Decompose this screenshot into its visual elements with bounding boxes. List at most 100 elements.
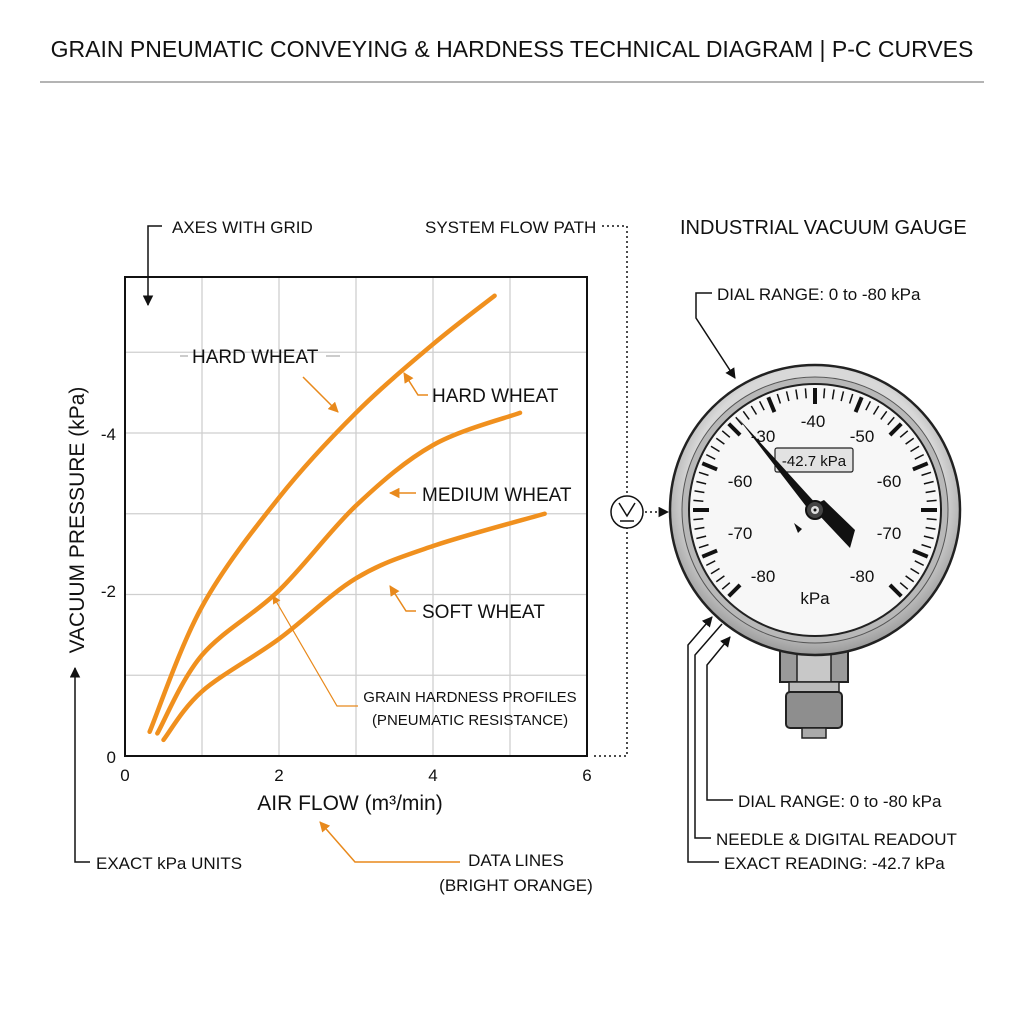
series-line-soft-wheat (161, 511, 547, 743)
digital-readout: -42.7 kPa (782, 453, 847, 470)
arrow-hard-right (403, 372, 428, 396)
dial-label--80-left: -80 (751, 567, 776, 586)
minor-tick (785, 391, 790, 402)
arrow-hard-left (302, 376, 339, 413)
minor-tick (887, 416, 895, 426)
x-axis-label: AIR FLOW (m³/min) (257, 792, 442, 815)
flow-meter-icon (610, 495, 644, 529)
label-soft-wheat: SOFT WHEAT (422, 602, 545, 623)
minor-tick (693, 499, 704, 502)
minor-tick (905, 575, 915, 583)
minor-tick (910, 445, 920, 453)
y-tick-0: 0 (107, 748, 116, 767)
dial-label--70-right: -70 (877, 524, 902, 543)
minor-tick (899, 430, 909, 438)
arrow-profiles (272, 595, 358, 707)
minor-tick (921, 471, 932, 477)
arrow-soft (389, 585, 416, 612)
minor-tick (694, 526, 705, 530)
dial-label--40: -40 (801, 412, 826, 431)
minor-tick (742, 410, 750, 420)
label-exact-units: EXACT kPa UNITS (96, 854, 242, 873)
minor-tick (696, 480, 707, 485)
series-line-hard-wheat (147, 293, 497, 735)
label-gauge-title: INDUSTRIAL VACUUM GAUGE (680, 217, 967, 239)
minor-tick (705, 560, 716, 567)
minor-tick (694, 490, 705, 494)
label-dial-range-top: DIAL RANGE: 0 to -80 kPa (717, 285, 921, 304)
minor-tick (925, 526, 936, 530)
chart: 0 2 4 6 0 -2 -4 AIR FLOW (m³/min) VACUUM… (66, 276, 592, 815)
minor-tick (710, 567, 720, 575)
minor-tick (750, 405, 758, 415)
label-data-lines-1: DATA LINES (468, 851, 564, 870)
minor-tick (698, 471, 709, 477)
minor-tick (804, 388, 807, 399)
minor-tick (921, 543, 932, 549)
x-tick-2: 2 (274, 766, 283, 785)
plot-frame (124, 276, 588, 757)
dial-label--60-right: -60 (877, 472, 902, 491)
minor-tick (880, 410, 888, 420)
dial-label--80-right: -80 (850, 567, 875, 586)
label-flow-path: SYSTEM FLOW PATH (425, 218, 596, 237)
gauge-ticks (693, 388, 937, 598)
major-tick (888, 583, 903, 598)
minor-tick (705, 453, 716, 460)
dial-label--50: -50 (850, 427, 875, 446)
major-tick (853, 396, 864, 413)
minor-tick (926, 518, 937, 521)
major-tick (701, 461, 718, 472)
minor-tick (776, 393, 782, 404)
label-medium-wheat: MEDIUM WHEAT (422, 485, 572, 506)
minor-tick (910, 567, 920, 575)
dial-label--60-left: -60 (728, 472, 753, 491)
minor-tick (715, 575, 725, 583)
label-needle-readout: NEEDLE & DIGITAL READOUT (716, 830, 957, 849)
major-tick (701, 548, 718, 559)
label-profiles-1: GRAIN HARDNESS PROFILES (363, 689, 576, 706)
label-exact-reading: EXACT READING: -42.7 kPa (724, 854, 945, 873)
minor-tick (721, 430, 731, 438)
minor-tick (693, 518, 704, 521)
minor-tick (735, 416, 743, 426)
page-title: GRAIN PNEUMATIC CONVEYING & HARDNESS TEC… (51, 36, 974, 62)
label-profiles-2: (PNEUMATIC RESISTANCE) (372, 712, 568, 729)
major-tick (766, 396, 777, 413)
major-tick (727, 422, 742, 437)
minor-tick (823, 388, 826, 399)
minor-tick (925, 490, 936, 494)
minor-tick (721, 582, 731, 590)
y-tick-2: -2 (101, 582, 116, 601)
dial-label--70-left: -70 (728, 524, 753, 543)
vacuum-gauge: -30 -40 -50 -60 -60 -70 -70 -80 -80 kPa … (668, 363, 962, 739)
minor-tick (698, 543, 709, 549)
minor-tick (926, 499, 937, 502)
major-tick (727, 583, 742, 598)
minor-tick (923, 535, 934, 540)
minor-tick (872, 405, 880, 415)
major-tick (912, 461, 929, 472)
x-tick-4: 4 (428, 766, 437, 785)
minor-tick (795, 389, 799, 400)
label-axes-grid: AXES WITH GRID (172, 218, 313, 237)
label-dial-range-bottom: DIAL RANGE: 0 to -80 kPa (738, 792, 942, 811)
minor-tick (715, 437, 725, 445)
outer-annotations: AXES WITH GRID SYSTEM FLOW PATH INDUSTRI… (69, 217, 967, 895)
major-tick (888, 422, 903, 437)
dial-unit: kPa (800, 589, 830, 608)
x-tick-6: 6 (582, 766, 591, 785)
minor-tick (899, 582, 909, 590)
minor-tick (905, 437, 915, 445)
series-line-medium-wheat (155, 410, 523, 736)
y-tick-4: -4 (101, 425, 116, 444)
minor-tick (848, 393, 854, 404)
major-tick (912, 548, 929, 559)
minor-tick (840, 391, 845, 402)
label-data-lines-2: (BRIGHT ORANGE) (439, 876, 593, 895)
gauge-needle (738, 418, 855, 548)
minor-tick (831, 389, 835, 400)
minor-tick (710, 445, 720, 453)
minor-tick (696, 535, 707, 540)
